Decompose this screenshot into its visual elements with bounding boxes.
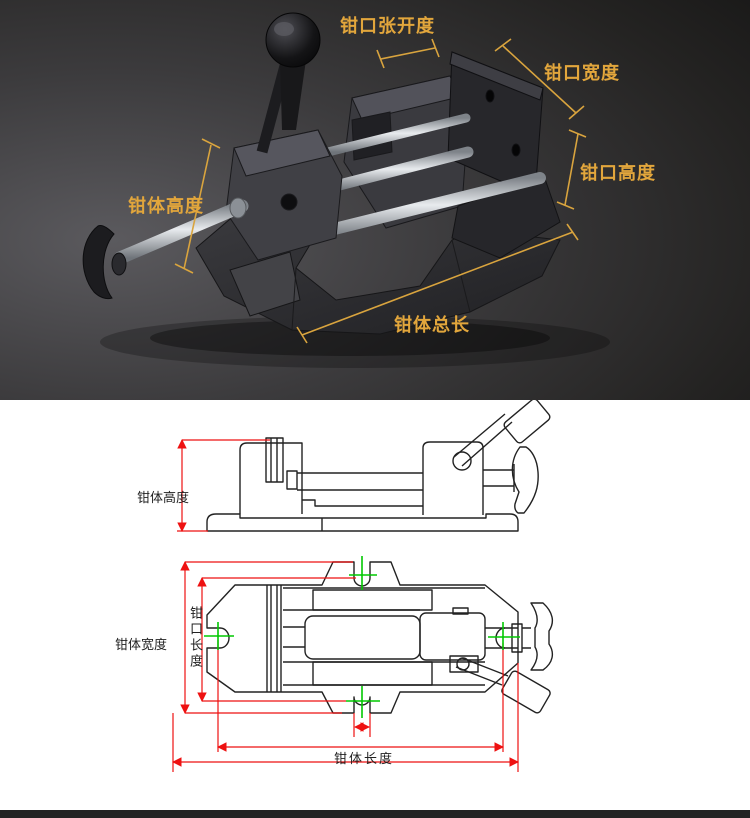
jaw-plate: [447, 51, 544, 197]
t-handle: [82, 225, 127, 300]
photo-section: 钳口张开度 钳口宽度 钳口高度 钳体高度 钳体总长: [0, 0, 750, 400]
vise-photo-illustration: [82, 12, 610, 368]
guide-rails: [292, 113, 546, 244]
dimension-lines-yellow: [174, 38, 587, 344]
label-body-total-length: 钳体总长: [394, 315, 470, 335]
footer-strip: [0, 810, 750, 818]
movable-jaw: [225, 129, 343, 261]
label-jaw-opening: 钳口张开度: [340, 16, 435, 36]
label-drawing-body-height: 钳体高度: [137, 490, 190, 505]
label-drawing-jaw-length: 钳口长度: [188, 606, 203, 670]
dimension-lines-red: [172, 439, 519, 772]
side-view-drawing: [206, 400, 551, 532]
center-marks-green: [204, 556, 520, 718]
fixed-jaw: [343, 75, 469, 229]
label-drawing-body-length: 钳体长度: [334, 751, 395, 766]
label-body-height: 钳体高度: [128, 196, 204, 216]
label-drawing-body-width: 钳体宽度: [115, 637, 168, 652]
handle-knob: [256, 12, 321, 154]
vise-shadow: [100, 316, 610, 368]
drawing-section: 钳体高度 钳体宽度 钳口长度 钳体长度: [0, 400, 750, 810]
top-view-drawing: [206, 561, 554, 714]
lead-screw: [113, 197, 249, 265]
label-jaw-width: 钳口宽度: [544, 63, 620, 83]
label-jaw-height: 钳口高度: [580, 163, 656, 183]
technical-drawing: [172, 400, 554, 772]
